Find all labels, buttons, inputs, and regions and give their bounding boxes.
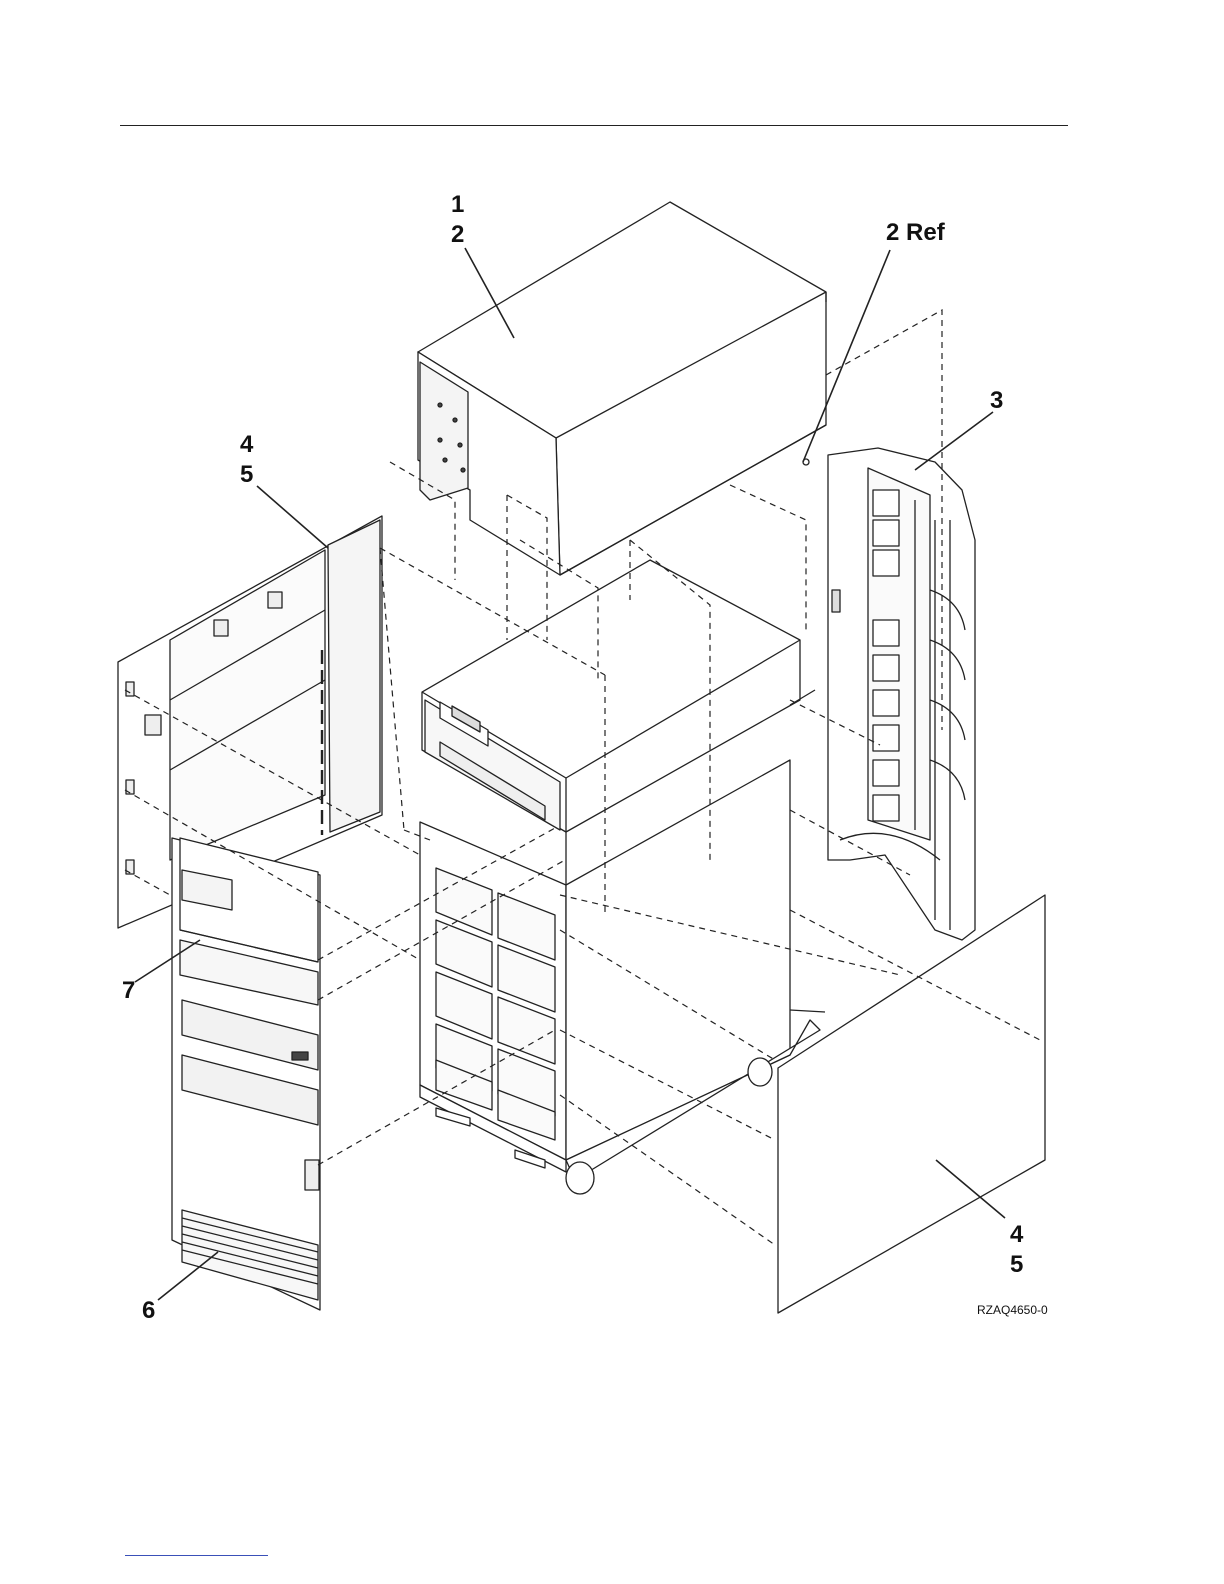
right-side-cover	[778, 895, 1045, 1313]
operator-panel-cover	[180, 838, 318, 1005]
callout-2: 2	[451, 220, 464, 250]
figure-id: RZAQ4650-0	[977, 1303, 1048, 1317]
callout-7: 7	[122, 976, 135, 1006]
callout-1: 1	[451, 190, 464, 220]
callout-3: 3	[990, 386, 1003, 416]
top-cover	[418, 202, 826, 575]
system-unit	[420, 560, 825, 1194]
callout-5-right: 5	[1010, 1250, 1023, 1280]
callout-6: 6	[142, 1296, 155, 1326]
callout-4-right: 4	[1010, 1220, 1023, 1250]
callout-5-left: 5	[240, 460, 253, 490]
callout-2-ref: 2 Ref	[886, 218, 945, 248]
rear-door	[828, 448, 975, 940]
callout-4-left: 4	[240, 430, 253, 460]
